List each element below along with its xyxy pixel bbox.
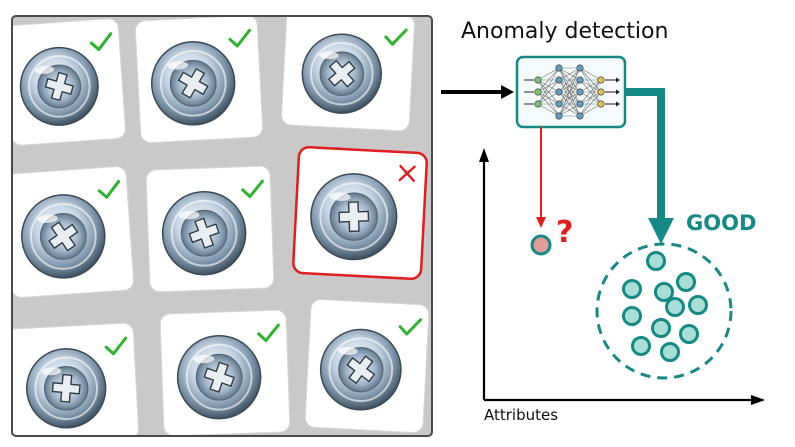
diagram-title: Anomaly detection xyxy=(461,19,668,44)
screw-tile xyxy=(12,322,139,436)
screw-tiles xyxy=(12,16,430,436)
screw-tile xyxy=(12,166,135,298)
screw-tile xyxy=(292,145,428,281)
check-icon xyxy=(398,318,422,336)
screw-grid-border xyxy=(11,15,433,437)
screw-grid-panel xyxy=(11,15,433,437)
screw-icon xyxy=(310,173,398,261)
input-arrowhead xyxy=(501,85,514,99)
screw-icon xyxy=(176,334,262,420)
good-cluster-boundary xyxy=(595,242,733,380)
check-icon xyxy=(384,28,408,46)
x-axis-arrowhead xyxy=(751,395,765,405)
x-axis-label: Attributes xyxy=(484,406,558,424)
screw-tile xyxy=(12,18,126,146)
cluster-point xyxy=(679,324,699,344)
anomaly-point xyxy=(530,234,552,256)
cross-icon xyxy=(398,164,416,182)
good-path-arrow xyxy=(625,88,665,222)
good-path-arrowhead xyxy=(648,218,674,244)
screw-icon xyxy=(26,348,107,429)
screw-tile xyxy=(159,309,291,436)
screw-tile xyxy=(134,16,264,144)
cluster-point xyxy=(631,336,651,356)
screw-icon xyxy=(21,194,106,279)
check-icon xyxy=(257,323,280,343)
question-mark-icon: ? xyxy=(556,215,573,250)
cluster-point xyxy=(651,318,671,338)
screw-tile xyxy=(281,16,415,132)
y-axis-arrowhead xyxy=(479,148,489,162)
check-icon xyxy=(241,179,264,199)
screw-icon xyxy=(19,46,99,126)
good-cluster-points xyxy=(622,251,708,362)
screw-tile xyxy=(304,299,430,433)
cluster-point xyxy=(676,272,696,292)
check-icon xyxy=(228,28,252,48)
screw-icon xyxy=(161,190,247,276)
cluster-point xyxy=(660,342,680,362)
good-label: GOOD xyxy=(686,211,756,235)
cluster-point xyxy=(688,295,708,315)
cluster-point xyxy=(665,297,685,317)
cluster-point xyxy=(622,306,642,326)
check-icon xyxy=(104,336,128,356)
screw-icon xyxy=(150,41,236,126)
screw-icon xyxy=(319,328,402,411)
cluster-point xyxy=(654,282,674,302)
cluster-point xyxy=(622,279,642,299)
check-icon xyxy=(97,179,121,199)
anomaly-path-arrowhead xyxy=(536,217,546,228)
neural-network-icon xyxy=(524,64,620,120)
screw-icon xyxy=(301,33,382,114)
screw-tile xyxy=(145,165,275,293)
neural-network-box xyxy=(515,55,627,129)
cluster-point xyxy=(646,251,666,271)
check-icon xyxy=(89,32,113,52)
